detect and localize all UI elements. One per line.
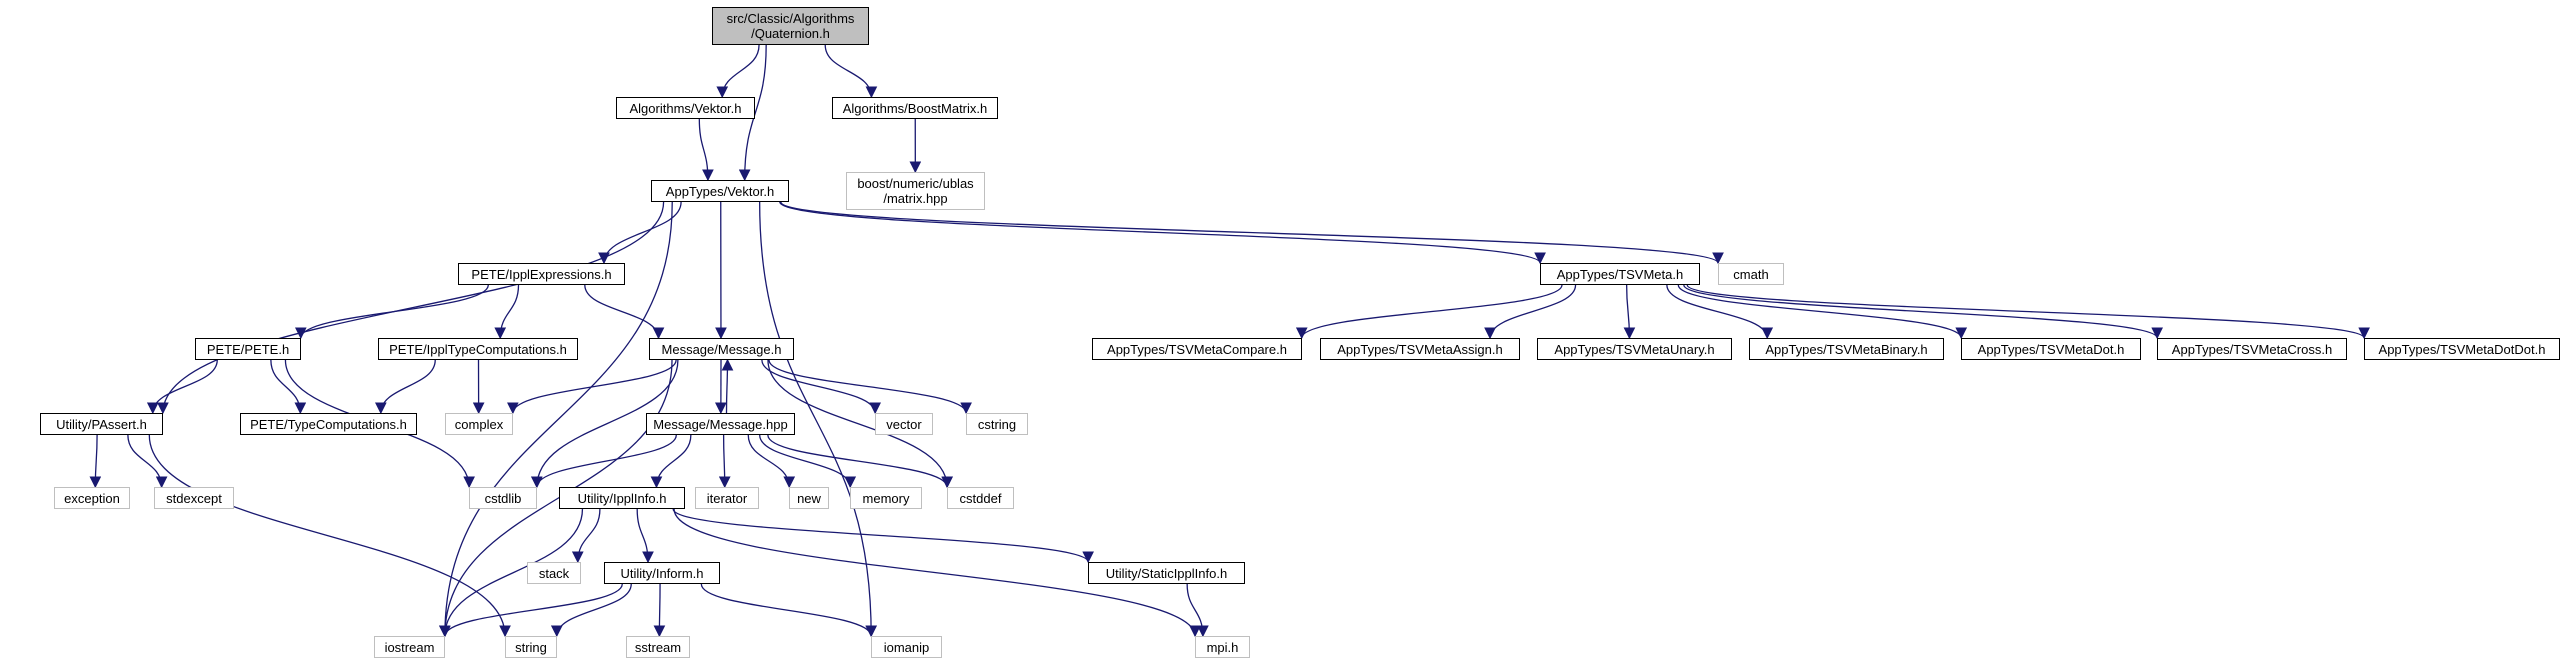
include-edge-passert-to-exception (89, 434, 102, 489)
include-edge-tsvmeta-to-tsv_assign (1484, 284, 1577, 340)
include-edge-tsvmeta-to-tsv_binary (1666, 284, 1774, 340)
node-passert[interactable]: Utility/PAssert.h (40, 413, 163, 435)
node-tsv_assign[interactable]: AppTypes/TSVMetaAssign.h (1320, 338, 1520, 360)
include-edge-inform-to-sstream (653, 583, 666, 638)
node-mpi: mpi.h (1195, 636, 1250, 658)
node-iostream: iostream (374, 636, 445, 658)
include-edge-root-to-boostmatrix (824, 44, 878, 99)
include-edge-ipplexpr-to-message_h (584, 284, 665, 340)
include-edge-message_h-to-iostream (439, 359, 673, 638)
include-edge-message_h-to-cstddef (767, 359, 953, 489)
include-edge-tsvmeta-to-tsv_compare (1296, 284, 1563, 340)
node-complex: complex (445, 413, 513, 435)
include-edge-ipplinfo-to-stack (571, 508, 601, 564)
include-edge-ipplinfo-to-inform (636, 508, 654, 564)
include-edge-app_vektor-to-iostream (439, 201, 673, 638)
include-edge-passert-to-stdexcept (127, 434, 168, 489)
include-edge-passert-to-string (148, 434, 511, 638)
include-edge-message_hpp-to-ipplinfo (650, 434, 692, 489)
node-ipplexpr[interactable]: PETE/IpplExpressions.h (458, 263, 625, 285)
node-tsv_dotdot[interactable]: AppTypes/TSVMetaDotDot.h (2364, 338, 2560, 360)
node-cstdlib: cstdlib (469, 487, 537, 509)
include-edge-root-to-alg_vektor (716, 44, 760, 99)
include-edge-inform-to-string (550, 583, 632, 638)
include-edge-inform-to-iomanip (700, 583, 877, 638)
include-edge-tsvmeta-to-tsv_dot (1677, 284, 1967, 340)
include-edge-message_hpp-to-cstdlib (531, 434, 677, 489)
node-root[interactable]: src/Classic/Algorithms /Quaternion.h (712, 7, 869, 45)
include-edge-ipplinfo-to-mpi (673, 508, 1201, 638)
node-vector: vector (875, 413, 933, 435)
include-edge-app_vektor-to-iomanip (759, 201, 878, 638)
include-edge-app_vektor-to-ipplexpr (598, 201, 682, 265)
node-inform[interactable]: Utility/Inform.h (604, 562, 720, 584)
include-edge-staticippl-to-mpi (1186, 583, 1209, 638)
include-edge-ipplexpr-to-ippltypecomp (494, 284, 520, 340)
node-cstring: cstring (966, 413, 1028, 435)
node-message_h[interactable]: Message/Message.h (649, 338, 794, 360)
node-tsv_binary[interactable]: AppTypes/TSVMetaBinary.h (1749, 338, 1944, 360)
include-edge-app_vektor-to-cmath (780, 201, 1724, 265)
include-edge-root-to-app_vektor (738, 44, 767, 182)
node-ippltypecomp[interactable]: PETE/IpplTypeComputations.h (378, 338, 578, 360)
node-memory: memory (850, 487, 922, 509)
node-boostmatrix[interactable]: Algorithms/BoostMatrix.h (832, 97, 998, 119)
node-cstddef: cstddef (947, 487, 1014, 509)
include-edge-message_h-to-cstring (768, 359, 972, 415)
include-edge-app_vektor-to-tsvmeta (779, 201, 1546, 265)
node-ipplinfo[interactable]: Utility/IpplInfo.h (559, 487, 685, 509)
node-exception: exception (54, 487, 130, 509)
include-edge-pete-to-typecomp (270, 359, 307, 415)
node-cmath: cmath (1718, 263, 1784, 285)
node-string: string (505, 636, 557, 658)
node-new: new (789, 487, 829, 509)
include-edge-tsvmeta-to-tsv_cross (1683, 284, 2163, 340)
include-edge-app_vektor-to-passert (157, 201, 665, 415)
include-edge-tsvmeta-to-tsv_dotdot (1686, 284, 2370, 340)
include-edge-tsvmeta-to-tsv_unary (1623, 284, 1636, 340)
node-tsv_unary[interactable]: AppTypes/TSVMetaUnary.h (1537, 338, 1732, 360)
include-edge-ipplexpr-to-pete (295, 284, 489, 340)
node-stdexcept: stdexcept (154, 487, 234, 509)
include-edge-message_h-to-complex (507, 359, 677, 415)
include-edge-message_h-to-cstdlib (531, 359, 679, 489)
include-edge-alg_vektor-to-app_vektor (698, 118, 714, 182)
include-edge-pete-to-passert (146, 359, 218, 415)
node-tsvmeta[interactable]: AppTypes/TSVMeta.h (1540, 263, 1700, 285)
node-pete[interactable]: PETE/PETE.h (195, 338, 301, 360)
include-edge-message_hpp-to-cstddef (767, 434, 953, 489)
include-edge-ipplinfo-to-iostream (439, 508, 584, 638)
include-edge-ipplinfo-to-staticippl (672, 508, 1094, 564)
node-staticippl[interactable]: Utility/StaticIpplInfo.h (1088, 562, 1245, 584)
include-edge-message_hpp-to-new (747, 434, 796, 489)
include-edge-ippltypecomp-to-typecomp (374, 359, 436, 415)
include-edge-message_hpp-to-message_h (721, 358, 734, 414)
include-edge-message_hpp-to-iterator (718, 434, 731, 489)
include-edge-message_h-to-vector (761, 359, 881, 415)
node-typecomp[interactable]: PETE/TypeComputations.h (240, 413, 417, 435)
node-sstream: sstream (626, 636, 690, 658)
include-edge-inform-to-iostream (439, 583, 623, 638)
node-message_hpp[interactable]: Message/Message.hpp (646, 413, 795, 435)
node-tsv_dot[interactable]: AppTypes/TSVMetaDot.h (1961, 338, 2141, 360)
include-edge-message_hpp-to-memory (759, 434, 857, 489)
node-iterator: iterator (695, 487, 759, 509)
node-stack: stack (527, 562, 581, 584)
node-alg_vektor[interactable]: Algorithms/Vektor.h (616, 97, 755, 119)
node-iomanip: iomanip (871, 636, 942, 658)
node-tsv_compare[interactable]: AppTypes/TSVMetaCompare.h (1092, 338, 1302, 360)
node-app_vektor[interactable]: AppTypes/Vektor.h (651, 180, 789, 202)
node-tsv_cross[interactable]: AppTypes/TSVMetaCross.h (2157, 338, 2347, 360)
node-ublas: boost/numeric/ublas /matrix.hpp (846, 172, 985, 210)
